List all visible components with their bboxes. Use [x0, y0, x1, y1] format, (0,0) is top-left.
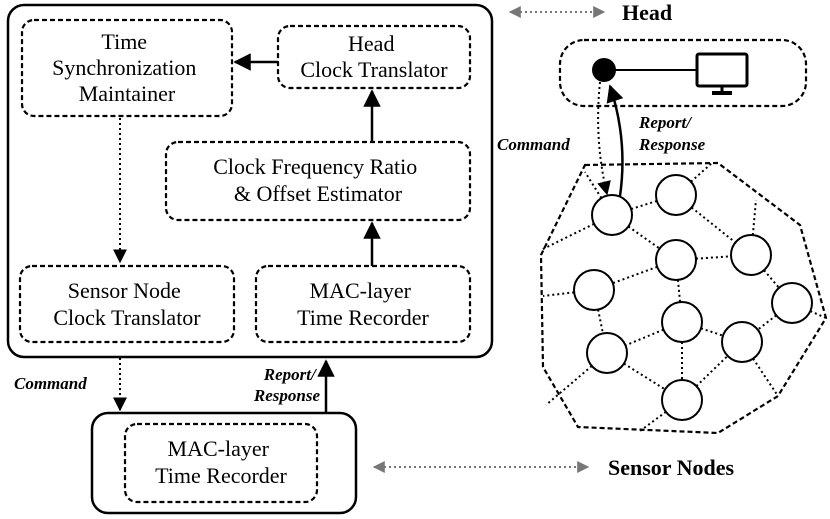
- report-right-arrow: [606, 84, 624, 197]
- command-right-label: Command: [497, 135, 570, 154]
- time-sync-maintainer-label: Time Synchronization Maintainer: [52, 29, 202, 106]
- clock-freq-ratio-box: [164, 140, 472, 222]
- head-mac-time-recorder-box: [254, 264, 472, 344]
- sensor-node-2: [655, 174, 697, 216]
- sensor-node-clock-translator-box: [18, 264, 236, 344]
- sensor-node-10: [661, 379, 703, 421]
- sensor-node-container: [90, 411, 358, 515]
- head-mac-time-recorder-label: MAC-layer Time Recorder: [297, 278, 429, 330]
- sensor-mac-time-recorder-box: [123, 422, 319, 504]
- head-clock-translator-label: Head Clock Translator: [300, 31, 448, 82]
- report-right-label: Report/ Response: [638, 113, 706, 154]
- head-container: [6, 3, 494, 359]
- sensor-nodes-label: Sensor Nodes: [608, 455, 735, 480]
- monitor-icon: [695, 52, 749, 95]
- sensor-node-8: [721, 321, 763, 363]
- head-device-group: [558, 38, 808, 108]
- sensor-node-3: [655, 239, 697, 281]
- sensor-network-boundary: [539, 161, 828, 435]
- head-label: Head: [622, 0, 672, 25]
- sensor-node-7: [661, 301, 703, 343]
- time-sync-maintainer-box: [20, 18, 234, 118]
- sensor-node-4: [730, 234, 772, 276]
- head-node-dot: [592, 58, 616, 82]
- sensor-node-1: [591, 194, 633, 236]
- report-left-label: Report/ Response: [253, 365, 321, 405]
- clock-freq-ratio-label: Clock Frequency Ratio & Offset Estimator: [213, 154, 423, 206]
- sensor-node-5: [573, 269, 615, 311]
- head-clock-translator-box: [276, 24, 472, 90]
- sensor-node-6: [771, 282, 813, 324]
- sensor-mac-time-recorder-label: MAC-layer Time Recorder: [155, 436, 287, 488]
- command-left-label: Command: [14, 374, 87, 393]
- sensor-node-9: [586, 332, 628, 374]
- sensor-node-clock-translator-label: Sensor Node Clock Translator: [53, 278, 201, 330]
- command-right-arrow: [597, 81, 611, 196]
